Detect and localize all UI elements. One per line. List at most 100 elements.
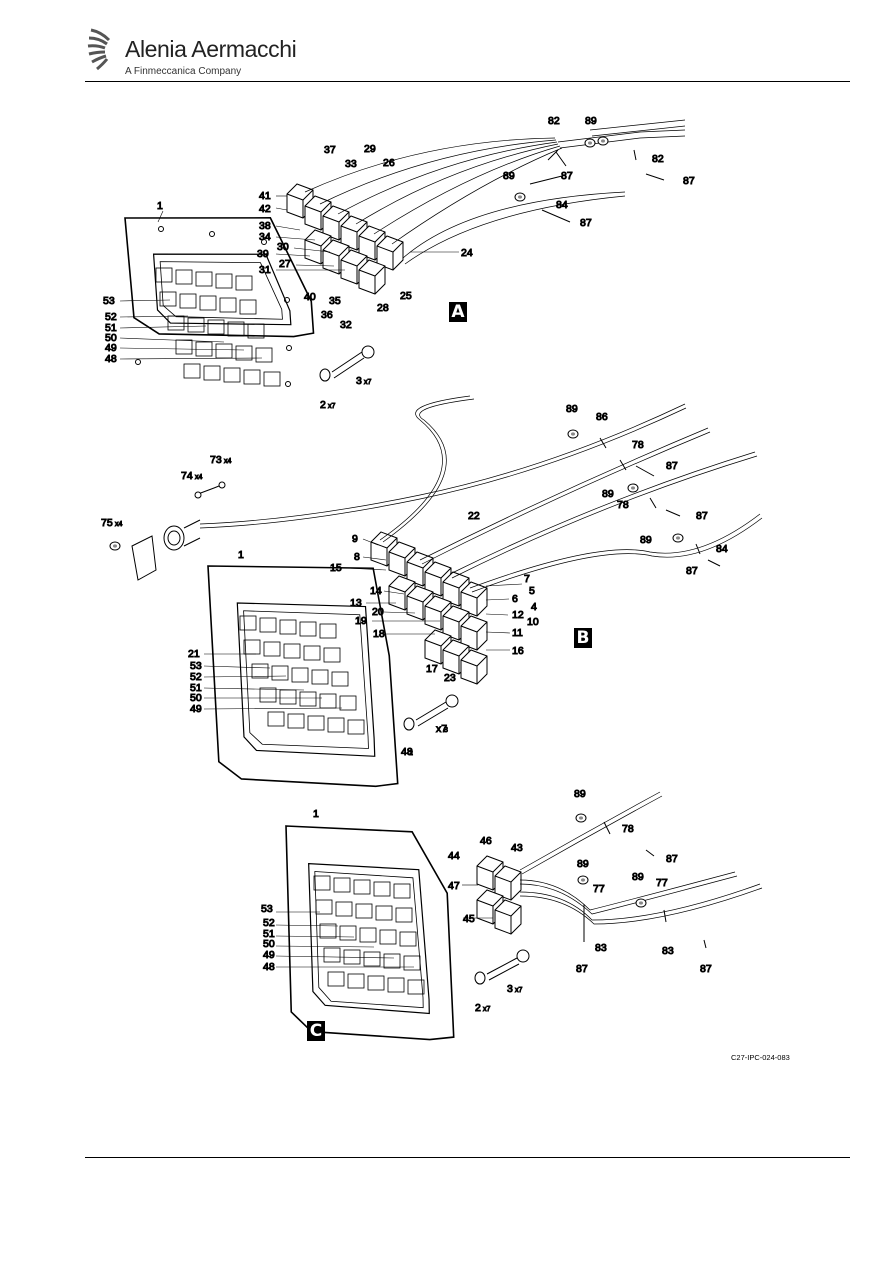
callout-b-22: 20 <box>372 606 384 618</box>
callout-c-4: 46 <box>480 835 492 847</box>
view-a-tag: A <box>449 302 467 322</box>
callout-c-6: 44 <box>448 850 460 862</box>
callout-b-1: 86 <box>596 411 608 423</box>
callout-a-22: 32 <box>340 319 352 331</box>
callout-b-13: x4 <box>195 474 203 481</box>
callout-b-24: 18 <box>373 628 385 640</box>
callout-a-6: 48 <box>105 353 117 365</box>
view-c-tag: C <box>307 1021 325 1041</box>
callout-a-37: 87 <box>580 217 592 229</box>
callout-a-13: 38 <box>259 220 271 232</box>
callout-a-11: 41 <box>259 190 271 202</box>
callout-a-26: 37 <box>324 144 336 156</box>
callout-a-31: 89 <box>585 115 597 127</box>
callout-c-18: 52 <box>263 917 275 929</box>
callout-a-9: 3 <box>356 375 362 387</box>
callout-a-12: 42 <box>259 203 271 215</box>
callout-b-23: 19 <box>355 615 367 627</box>
callout-b-21: 13 <box>350 597 362 609</box>
callout-a-2: 52 <box>105 311 117 323</box>
alenia-logo-icon <box>87 28 111 71</box>
callout-a-3: 51 <box>105 322 117 334</box>
callout-b-37: 53 <box>190 660 202 672</box>
callout-a-25: 24 <box>461 247 473 259</box>
callout-b-33: 10 <box>527 616 539 628</box>
page-header: Alenia Aermacchi A Finmeccanica Company <box>0 0 893 85</box>
callout-b-2: 78 <box>632 439 644 451</box>
callout-b-28: 7 <box>524 573 530 585</box>
callout-c-0: 1 <box>313 808 319 820</box>
figure-reference: C27-IPC-024-083 <box>731 1053 790 1062</box>
callout-c-13: 83 <box>595 942 607 954</box>
callout-b-43: 2 <box>409 750 413 757</box>
callout-b-45: 3 <box>444 727 448 734</box>
callout-c-3: 87 <box>666 853 678 865</box>
callout-c-26: x7 <box>515 987 523 994</box>
callout-b-40: 50 <box>190 692 202 704</box>
view-c-drawing <box>285 791 763 1041</box>
callout-a-4: 50 <box>105 332 117 344</box>
callout-a-23: 28 <box>377 302 389 314</box>
brand-tagline: A Finmeccanica Company <box>125 66 242 77</box>
callout-a-33: 87 <box>561 170 573 182</box>
callout-c-11: 89 <box>632 871 644 883</box>
callout-a-24: 25 <box>400 290 412 302</box>
callout-c-22: 48 <box>263 961 275 973</box>
callout-c-7: 47 <box>448 880 460 892</box>
callout-a-34: 89 <box>503 170 515 182</box>
callout-b-36: 21 <box>188 648 200 660</box>
callout-b-6: 87 <box>696 510 708 522</box>
callout-a-21: 36 <box>321 309 333 321</box>
callout-a-27: 33 <box>345 158 357 170</box>
callout-c-2: 78 <box>622 823 634 835</box>
callout-b-25: 17 <box>426 663 438 675</box>
callout-b-20: 14 <box>370 585 382 597</box>
footer-rule <box>85 1157 850 1158</box>
view-b-tag: B <box>574 628 592 648</box>
callout-b-0: 89 <box>566 403 578 415</box>
callout-c-25: 3 <box>507 983 513 995</box>
brand-name: Alenia Aermacchi <box>125 36 297 62</box>
callout-a-10: x7 <box>364 379 372 386</box>
callout-b-32: 12 <box>512 609 524 621</box>
callout-b-29: 5 <box>529 585 535 597</box>
callout-a-28: 29 <box>364 143 376 155</box>
callout-c-8: 45 <box>463 913 475 925</box>
view-b-drawing <box>109 395 763 788</box>
callout-c-16: 87 <box>700 963 712 975</box>
callout-a-20: 35 <box>329 295 341 307</box>
callout-c-19: 51 <box>263 928 275 940</box>
callout-b-16: 1 <box>238 549 244 561</box>
callout-a-8: x7 <box>328 403 336 410</box>
callout-b-31: 4 <box>531 601 537 613</box>
callout-c-10: 77 <box>593 883 605 895</box>
callout-b-30: 6 <box>512 593 518 605</box>
view-a-drawing <box>124 119 686 387</box>
callout-b-17: 9 <box>352 533 358 545</box>
callout-a-15: 30 <box>277 241 289 253</box>
callout-a-18: 27 <box>279 258 291 270</box>
callout-b-18: 8 <box>354 551 360 563</box>
callout-b-41: 49 <box>190 703 202 715</box>
callout-b-5: 78 <box>617 499 629 511</box>
callout-a-29: 26 <box>383 157 395 169</box>
callout-b-3: 87 <box>666 460 678 472</box>
callout-a-19: 40 <box>304 291 316 303</box>
callout-a-5: 49 <box>105 342 117 354</box>
callout-c-1: 89 <box>574 788 586 800</box>
callout-b-26: 23 <box>444 672 456 684</box>
callout-c-23: 2 <box>475 1002 481 1014</box>
callout-a-1: 53 <box>103 295 115 307</box>
callout-a-30: 82 <box>548 115 560 127</box>
callout-a-16: 39 <box>257 248 269 260</box>
callout-b-4: 89 <box>602 488 614 500</box>
callout-b-35: 16 <box>512 645 524 657</box>
callout-b-11: x4 <box>224 458 232 465</box>
callout-b-38: 52 <box>190 671 202 683</box>
callout-c-9: 89 <box>577 858 589 870</box>
callout-b-8: 84 <box>716 543 728 555</box>
callout-a-36: 84 <box>556 199 568 211</box>
callout-a-32: 82 <box>652 153 664 165</box>
